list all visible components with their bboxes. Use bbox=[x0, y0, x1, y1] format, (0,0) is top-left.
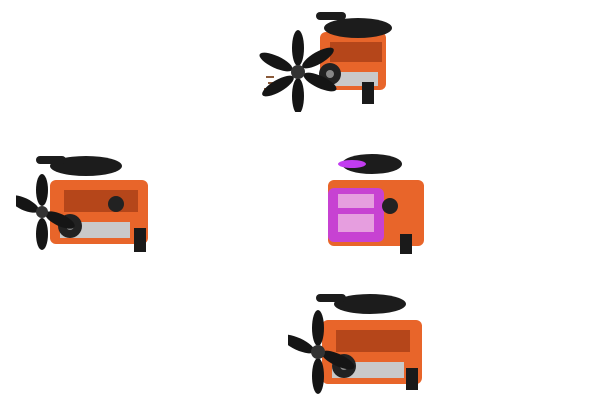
engine-view-exploded-fan bbox=[258, 2, 408, 112]
fan-icon bbox=[259, 30, 337, 112]
v8-engine-icon bbox=[328, 154, 424, 254]
air-cleaner-icon bbox=[342, 154, 402, 174]
v8-engine-icon bbox=[16, 156, 148, 252]
air-cleaner-icon bbox=[334, 294, 406, 314]
v8-engine-icon bbox=[288, 294, 422, 394]
engine-view-block-highlight bbox=[298, 150, 448, 260]
engine-view-left bbox=[16, 150, 166, 260]
engine-view-assembled bbox=[288, 288, 438, 398]
fan-icon bbox=[288, 310, 355, 394]
v8-engine-icon bbox=[259, 12, 392, 112]
air-cleaner-icon bbox=[324, 18, 392, 38]
air-cleaner-icon bbox=[50, 156, 122, 176]
fan-icon bbox=[16, 174, 75, 250]
highlighted-part-icon bbox=[328, 188, 384, 242]
